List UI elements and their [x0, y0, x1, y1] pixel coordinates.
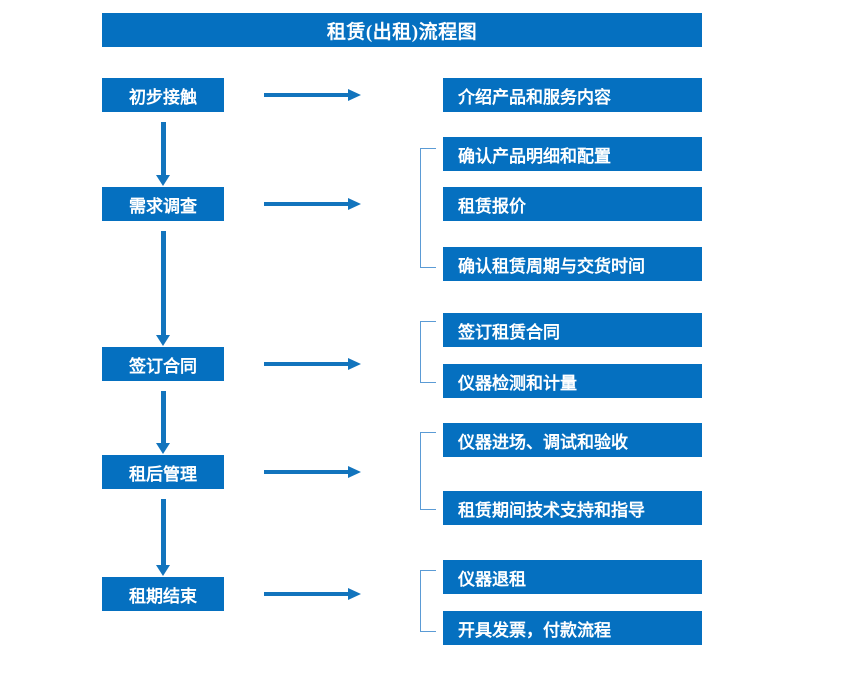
arrow-shaft [161, 499, 166, 565]
horizontal-arrow-stage2 [264, 197, 361, 211]
detail-box-sign-rental-contract[interactable]: 签订租赁合同 [443, 313, 702, 347]
stage-box-sign-contract[interactable]: 签订合同 [102, 347, 224, 381]
horizontal-arrow-stage1 [264, 88, 361, 102]
detail-box-invoice-payment-process[interactable]: 开具发票，付款流程 [443, 611, 702, 645]
arrow-head-icon [156, 565, 170, 576]
detail-box-instrument-return[interactable]: 仪器退租 [443, 560, 702, 594]
group-bracket-needs-survey [420, 148, 436, 268]
detail-box-introduce-products-services[interactable]: 介绍产品和服务内容 [443, 78, 702, 112]
arrow-shaft [264, 470, 348, 474]
vertical-arrow-stage2-to-stage3 [156, 231, 170, 346]
arrow-head-icon [348, 466, 361, 478]
horizontal-arrow-stage5 [264, 587, 361, 601]
horizontal-arrow-stage4 [264, 465, 361, 479]
arrow-head-icon [348, 89, 361, 101]
detail-box-instrument-entry-commissioning-acceptance[interactable]: 仪器进场、调试和验收 [443, 423, 702, 457]
detail-box-confirm-rental-period-delivery[interactable]: 确认租赁周期与交货时间 [443, 247, 702, 281]
arrow-head-icon [348, 588, 361, 600]
horizontal-arrow-stage3 [264, 357, 361, 371]
arrow-shaft [161, 391, 166, 443]
vertical-arrow-stage4-to-stage5 [156, 499, 170, 576]
arrow-head-icon [348, 358, 361, 370]
stage-box-initial-contact[interactable]: 初步接触 [102, 78, 224, 112]
arrow-head-icon [156, 335, 170, 346]
detail-box-instrument-inspection-metering[interactable]: 仪器检测和计量 [443, 364, 702, 398]
group-bracket-post-rental-management [420, 432, 436, 510]
stage-box-post-rental-management[interactable]: 租后管理 [102, 455, 224, 489]
arrow-head-icon [156, 175, 170, 186]
stage-box-rental-end[interactable]: 租期结束 [102, 577, 224, 611]
group-bracket-sign-contract [420, 321, 436, 383]
arrow-shaft [264, 362, 348, 366]
arrow-head-icon [348, 198, 361, 210]
arrow-head-icon [156, 443, 170, 454]
vertical-arrow-stage1-to-stage2 [156, 122, 170, 186]
stage-box-needs-survey[interactable]: 需求调查 [102, 187, 224, 221]
page-title: 租赁(出租)流程图 [102, 13, 702, 47]
detail-box-rental-quotation[interactable]: 租赁报价 [443, 187, 702, 221]
arrow-shaft [161, 231, 166, 335]
group-bracket-rental-end [420, 570, 436, 632]
arrow-shaft [264, 202, 348, 206]
detail-box-technical-support-during-rental[interactable]: 租赁期间技术支持和指导 [443, 491, 702, 525]
detail-box-confirm-product-spec[interactable]: 确认产品明细和配置 [443, 137, 702, 171]
arrow-shaft [264, 592, 348, 596]
arrow-shaft [264, 93, 348, 97]
arrow-shaft [161, 122, 166, 175]
vertical-arrow-stage3-to-stage4 [156, 391, 170, 454]
